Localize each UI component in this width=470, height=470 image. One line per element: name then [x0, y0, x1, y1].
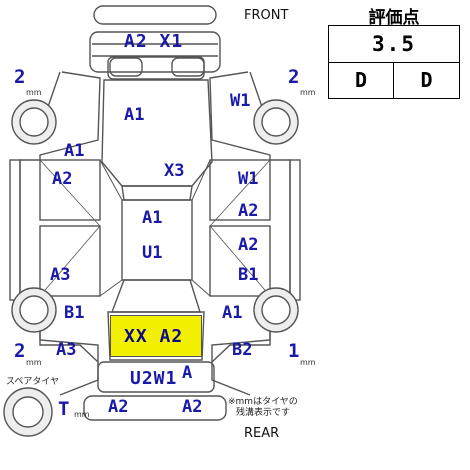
mark-left-front-pillar: A1	[64, 141, 85, 161]
mark-right-rear-door-1: A2	[238, 235, 259, 255]
right-rear-door-outline	[209, 225, 271, 297]
right-step-outline	[289, 159, 301, 301]
front-bumper-outline	[89, 31, 221, 73]
tire-rear-left	[11, 287, 57, 333]
mark-front-bumper: A2 X1	[124, 31, 184, 52]
front-label: FRONT	[244, 8, 289, 23]
right-front-door-outline	[209, 159, 271, 221]
grade-title: 評価点	[368, 8, 420, 28]
windshield-outline	[121, 185, 193, 201]
rear-label: REAR	[244, 426, 280, 441]
tread-note-line1: ※mmはタイヤの	[228, 397, 298, 407]
mark-right-front-door-2: A2	[238, 201, 259, 221]
mark-right-rear-door-2: B1	[238, 265, 259, 285]
tire-rear-right-value: 1	[288, 340, 300, 362]
headlight-left-outline	[109, 57, 143, 77]
tire-rear-left-value: 2	[14, 340, 26, 362]
tire-front-left-unit: mm	[26, 88, 42, 97]
tire-spare	[3, 387, 53, 437]
tire-front-right-unit: mm	[300, 88, 316, 97]
tire-spare-unit: mm	[74, 410, 90, 419]
left-step-outline	[9, 159, 21, 301]
tire-front-left-value: 2	[14, 66, 26, 88]
mark-roof-2: U1	[142, 243, 163, 263]
headlight-right-outline	[171, 57, 205, 77]
grade-score: 3.5	[329, 26, 459, 63]
grade-exterior: D	[420, 68, 433, 92]
mark-rear-bumper-right: A2	[182, 397, 203, 417]
front-bumper-lines	[92, 43, 218, 57]
mark-rear-panel: U2W1	[130, 368, 178, 389]
mark-hood: A1	[124, 105, 145, 125]
tire-front-right	[253, 99, 299, 145]
mark-rear-panel-2: A	[182, 363, 193, 383]
mark-roof-1: A1	[142, 208, 163, 228]
mark-trunk: XX A2	[124, 326, 184, 347]
grade-interior: D	[329, 62, 394, 98]
mark-windshield: X3	[164, 161, 185, 181]
mark-left-rear-door: A3	[50, 265, 71, 285]
mark-right-rear-quarter-1: A1	[222, 303, 243, 323]
tire-rear-left-unit: mm	[26, 358, 42, 367]
tread-note-line2: 残溝表示です	[236, 408, 291, 418]
mark-left-rear-quarter-1: B1	[64, 303, 85, 323]
tire-front-left	[11, 99, 57, 145]
left-front-door-outline	[39, 159, 101, 221]
front-grille-outline	[93, 5, 217, 25]
mark-front-right-fender: W1	[230, 91, 251, 111]
spare-tire-label: スペアタイヤ	[6, 377, 60, 387]
mark-left-rear-quarter-2: A3	[56, 340, 77, 360]
mark-right-rear-quarter-2: B2	[232, 340, 253, 360]
rear-bumper-outline	[83, 395, 227, 421]
hood-outline	[101, 79, 213, 187]
grade-box: 3.5 D D	[328, 25, 460, 99]
trunk-outline	[107, 311, 205, 361]
left-rear-door-outline	[39, 225, 101, 297]
trunk-highlight	[110, 315, 202, 357]
mark-right-front-door-1: W1	[238, 169, 259, 189]
tire-spare-value: T	[58, 398, 70, 420]
mark-left-front-door: A2	[52, 169, 73, 189]
tire-rear-right-unit: mm	[300, 358, 316, 367]
tire-front-right-value: 2	[288, 66, 300, 88]
mark-rear-bumper-left: A2	[108, 397, 129, 417]
tire-rear-right	[253, 287, 299, 333]
front-panel-outline	[107, 56, 205, 80]
rear-window-outline	[110, 279, 201, 313]
